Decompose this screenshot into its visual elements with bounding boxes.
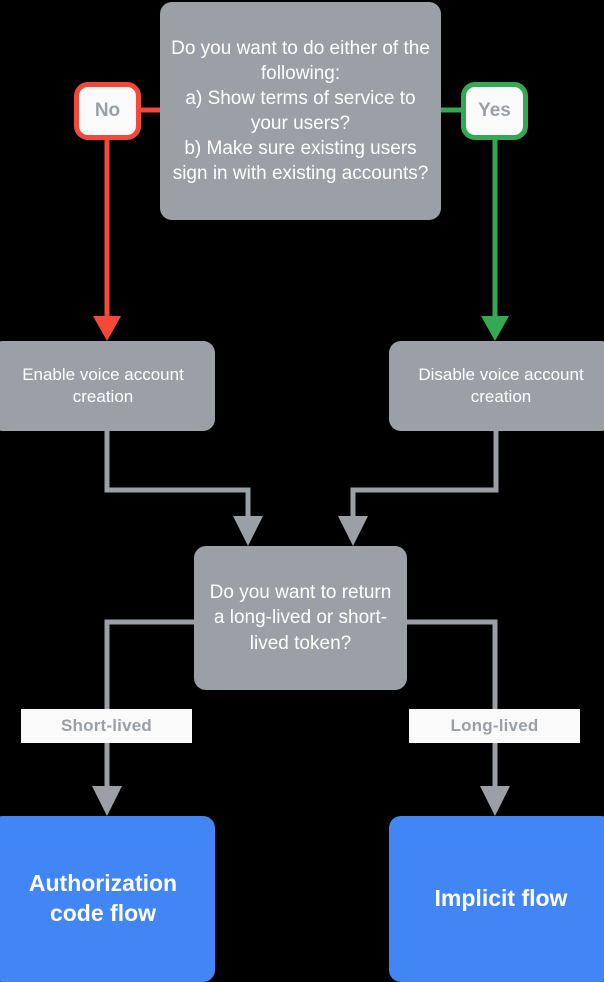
decision-node-terms-of-service-label: Do you want to do either of the followin… [171, 37, 430, 185]
process-node-disable-voice-account-creation[interactable]: Disable voice account creation [389, 341, 604, 431]
decision-node-token-lifetime-label: Do you want to return a long-lived or sh… [209, 582, 392, 654]
edge-enable-to-token [104, 430, 263, 546]
edge-label-no-text: No [94, 100, 121, 121]
edge-label-long-lived[interactable]: Long-lived [409, 709, 580, 743]
terminal-node-authorization-code-flow-label: Authorization code flow [28, 870, 178, 926]
edge-label-yes[interactable]: Yes [461, 82, 528, 140]
edge-label-short-lived-text: Short-lived [61, 716, 152, 735]
terminal-node-implicit-flow-label: Implicit flow [434, 885, 568, 912]
edge-no-red [93, 138, 121, 341]
process-node-enable-voice-account-creation-label: Enable voice account creation [22, 364, 184, 406]
process-node-enable-voice-account-creation[interactable]: Enable voice account creation [0, 341, 215, 431]
process-node-disable-voice-account-creation-label: Disable voice account creation [418, 364, 584, 406]
edge-label-short-lived[interactable]: Short-lived [21, 709, 192, 743]
decision-node-terms-of-service[interactable]: Do you want to do either of the followin… [160, 2, 441, 220]
terminal-node-authorization-code-flow[interactable]: Authorization code flow [0, 816, 215, 982]
terminal-node-implicit-flow[interactable]: Implicit flow [389, 816, 604, 982]
edge-label-long-lived-text: Long-lived [450, 716, 539, 735]
edge-disable-to-token [338, 430, 499, 546]
decision-node-token-lifetime[interactable]: Do you want to return a long-lived or sh… [194, 546, 407, 690]
edge-label-no[interactable]: No [74, 82, 141, 140]
edge-label-yes-text: Yes [478, 100, 511, 121]
edge-yes-green [481, 138, 509, 341]
